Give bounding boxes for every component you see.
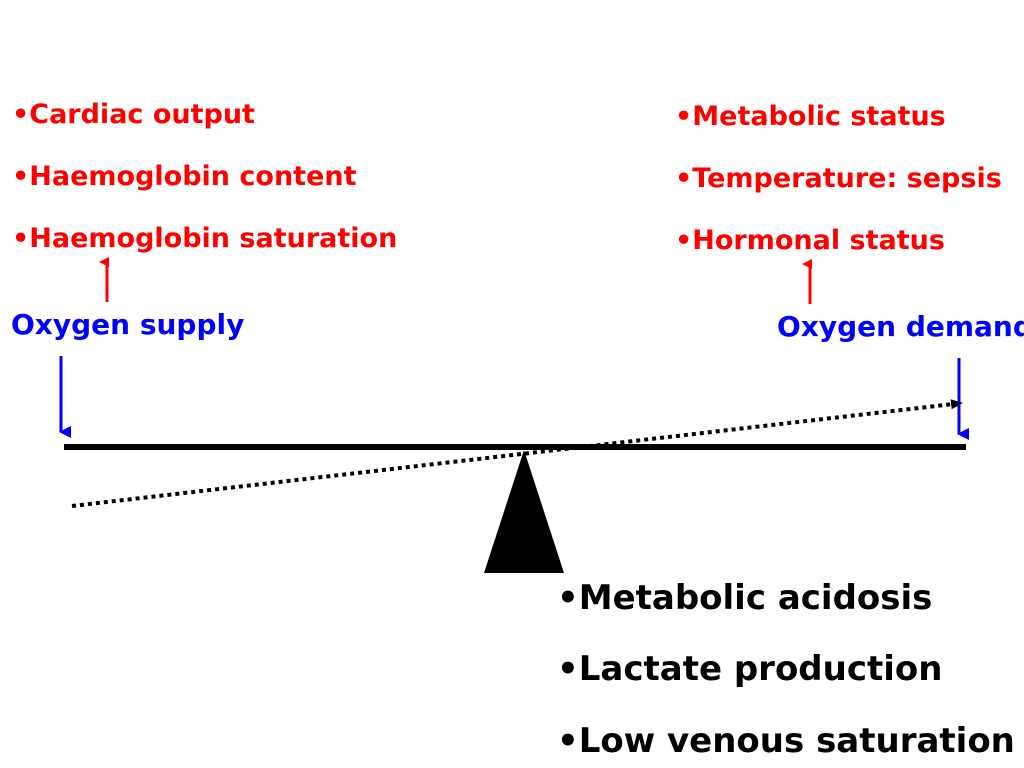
supply-factor-cardiac-output: •Cardiac output xyxy=(12,99,255,130)
demand-factor-metabolic-status: •Metabolic status xyxy=(675,101,946,132)
consequence-lactate-production: •Lactate production xyxy=(557,649,943,689)
fulcrum-triangle xyxy=(484,450,564,573)
demand-factor-hormonal-status: •Hormonal status xyxy=(675,225,945,256)
consequence-low-venous-saturation: •Low venous saturation xyxy=(557,721,1015,761)
tilted-balance-line xyxy=(71,399,963,508)
consequence-metabolic-acidosis: •Metabolic acidosis xyxy=(557,578,933,618)
supply-factor-haemoglobin-content: •Haemoglobin content xyxy=(12,161,357,192)
supply-factor-haemoglobin-saturation: •Haemoglobin saturation xyxy=(12,223,398,254)
oxygen-demand-label: Oxygen demand xyxy=(777,310,1024,343)
oxygen-supply-label: Oxygen supply xyxy=(11,308,245,341)
demand-factor-temperature-sepsis: •Temperature: sepsis xyxy=(675,163,1002,194)
